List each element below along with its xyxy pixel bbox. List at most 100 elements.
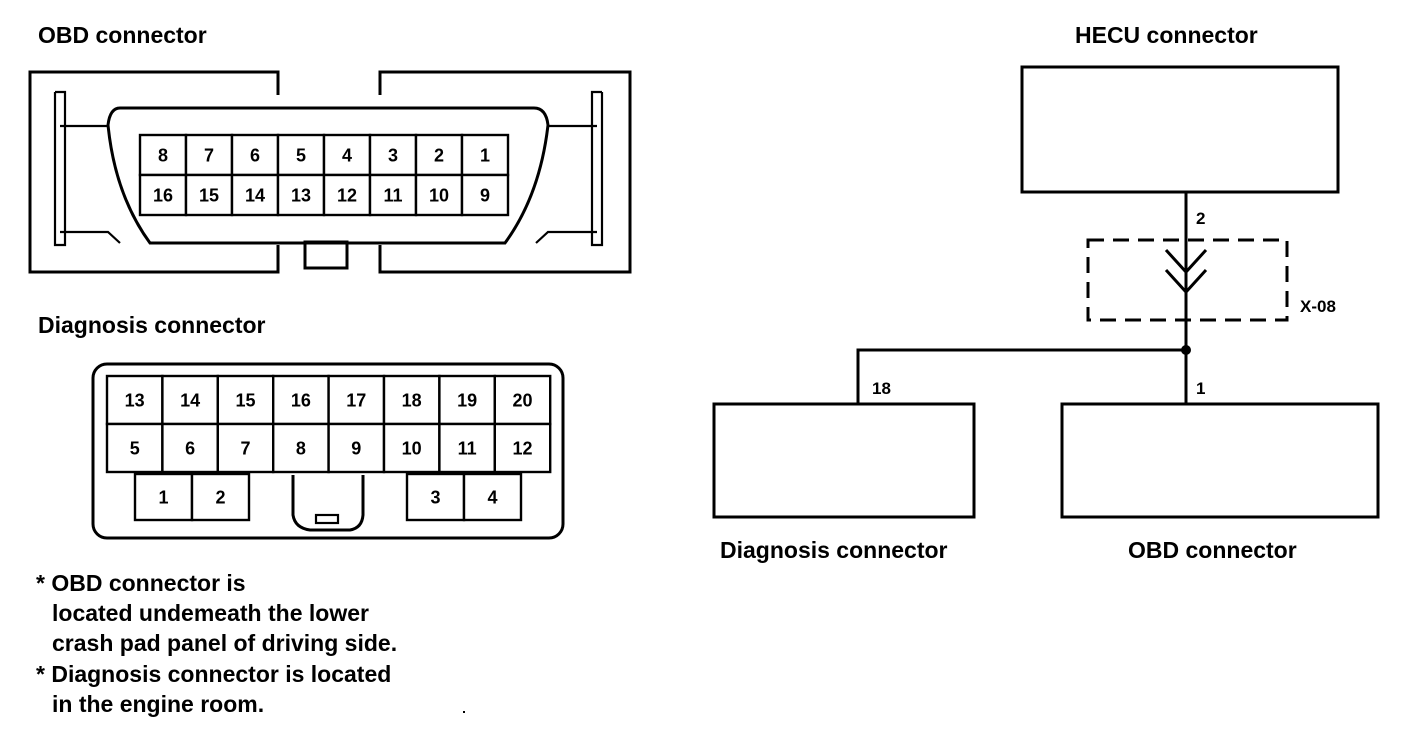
pin-cell-box: [493, 374, 552, 426]
pin-number: 10: [429, 185, 449, 205]
pin-number: 20: [512, 390, 532, 410]
pin-cell: 13: [105, 374, 164, 426]
connector-chevron-icon: [1164, 248, 1208, 275]
location-notes: * OBD connector is located undemeath the…: [36, 570, 397, 717]
pin-cell: 16: [272, 374, 330, 426]
pin-cell: 5: [276, 133, 326, 177]
pin-number: 18: [402, 390, 422, 410]
pin-cell: 5: [105, 422, 164, 474]
obd-connector-label: OBD connector: [1128, 537, 1297, 563]
pin-cell: 18: [382, 374, 441, 426]
note-line: crash pad panel of driving side.: [52, 630, 397, 656]
pin-cell: 3: [368, 133, 418, 177]
diagnosis-connector-box: [712, 402, 976, 519]
pin-cell-box: [493, 422, 552, 474]
pin-cell: 12: [493, 422, 552, 474]
pin-cell-box: [276, 173, 326, 217]
pin-cell: 8: [138, 133, 188, 177]
pin-number: 13: [125, 390, 145, 410]
pin-cell: 14: [161, 374, 219, 426]
note-line: * Diagnosis connector is located: [36, 661, 391, 687]
obd-pin-label: 1: [1196, 379, 1205, 398]
wire-junction-to-diagnosis: [856, 348, 1186, 404]
pin-cell: 4: [462, 472, 523, 522]
pin-cell: 3: [405, 472, 466, 522]
pin-number: 8: [296, 438, 306, 458]
pin-cell: 20: [493, 374, 552, 426]
pin-number: 19: [457, 390, 477, 410]
pin-cell-box: [414, 133, 464, 177]
pin-number: 15: [235, 390, 255, 410]
diagnosis-pin-label: 18: [872, 379, 891, 398]
pin-cell-box: [322, 173, 372, 217]
connector-chevron-icon: [1164, 268, 1208, 295]
diagnosis-connector-label: Diagnosis connector: [720, 537, 948, 563]
pin-number: 10: [402, 438, 422, 458]
inline-connector-label: X-08: [1300, 297, 1336, 316]
inline-connector-box: [1086, 238, 1289, 322]
pin-cell: 10: [414, 173, 464, 217]
pin-cell: 1: [133, 472, 194, 522]
pin-number: 3: [388, 145, 398, 165]
pin-cell: 4: [322, 133, 372, 177]
pin-cell-box: [190, 472, 251, 522]
pin-number: 6: [250, 145, 260, 165]
hecu-connector-label: HECU connector: [1075, 22, 1258, 48]
pin-cell-box: [405, 472, 466, 522]
pin-number: 11: [458, 438, 477, 458]
pin-number: 9: [351, 438, 361, 458]
pin-number: 14: [180, 390, 200, 410]
pin-cell-box: [184, 173, 234, 217]
diagnosis-connector-latch: [291, 475, 365, 532]
pin-cell: 6: [230, 133, 280, 177]
pin-cell: 7: [184, 133, 234, 177]
pin-number: 7: [204, 145, 214, 165]
pin-cell-box: [327, 422, 386, 474]
note-line: located undemeath the lower: [52, 600, 369, 626]
pin-cell-box: [462, 472, 523, 522]
diagnosis-connector-housing: [91, 362, 565, 540]
hecu-pin-label: 2: [1196, 209, 1205, 228]
pin-cell: 2: [190, 472, 251, 522]
pin-number: 11: [383, 185, 402, 205]
pin-cell-box: [105, 374, 164, 426]
pin-number: 9: [480, 185, 490, 205]
pin-number: 15: [199, 185, 219, 205]
pin-number: 16: [291, 390, 311, 410]
obd-connector-housing: [28, 70, 632, 274]
pin-cell: 11: [368, 173, 418, 217]
note-line: * OBD connector is: [36, 570, 246, 596]
pin-number: 12: [337, 185, 357, 205]
pin-cell-box: [230, 173, 280, 217]
pin-cell: 11: [438, 422, 496, 474]
pin-number: 7: [240, 438, 250, 458]
pin-cell-box: [438, 422, 496, 474]
hecu-connector-box: [1020, 65, 1340, 194]
pin-number: 5: [296, 145, 306, 165]
obd-connector-title: OBD connector: [38, 22, 207, 48]
pin-cell: 17: [327, 374, 386, 426]
pin-cell: 13: [276, 173, 326, 217]
pin-cell: 7: [216, 422, 275, 474]
pin-cell-box: [276, 133, 326, 177]
pin-cell-box: [216, 422, 275, 474]
circuit-diagram: HECU connector 2 X-08 18 1 Diagnosis con…: [712, 22, 1380, 563]
pin-cell: 19: [438, 374, 496, 426]
pin-cell-box: [327, 374, 386, 426]
pin-number: 2: [215, 487, 225, 507]
pin-cell: 15: [216, 374, 275, 426]
pin-cell: 14: [230, 173, 280, 217]
pin-cell: 6: [161, 422, 219, 474]
pin-number: 4: [487, 487, 497, 507]
pin-number: 16: [153, 185, 173, 205]
note-line: in the engine room.: [52, 691, 264, 717]
pin-cell-box: [322, 133, 372, 177]
pin-cell-box: [138, 173, 188, 217]
pin-cell: 12: [322, 173, 372, 217]
pin-cell-box: [272, 422, 330, 474]
pin-number: 12: [512, 438, 532, 458]
speck: [463, 711, 465, 713]
